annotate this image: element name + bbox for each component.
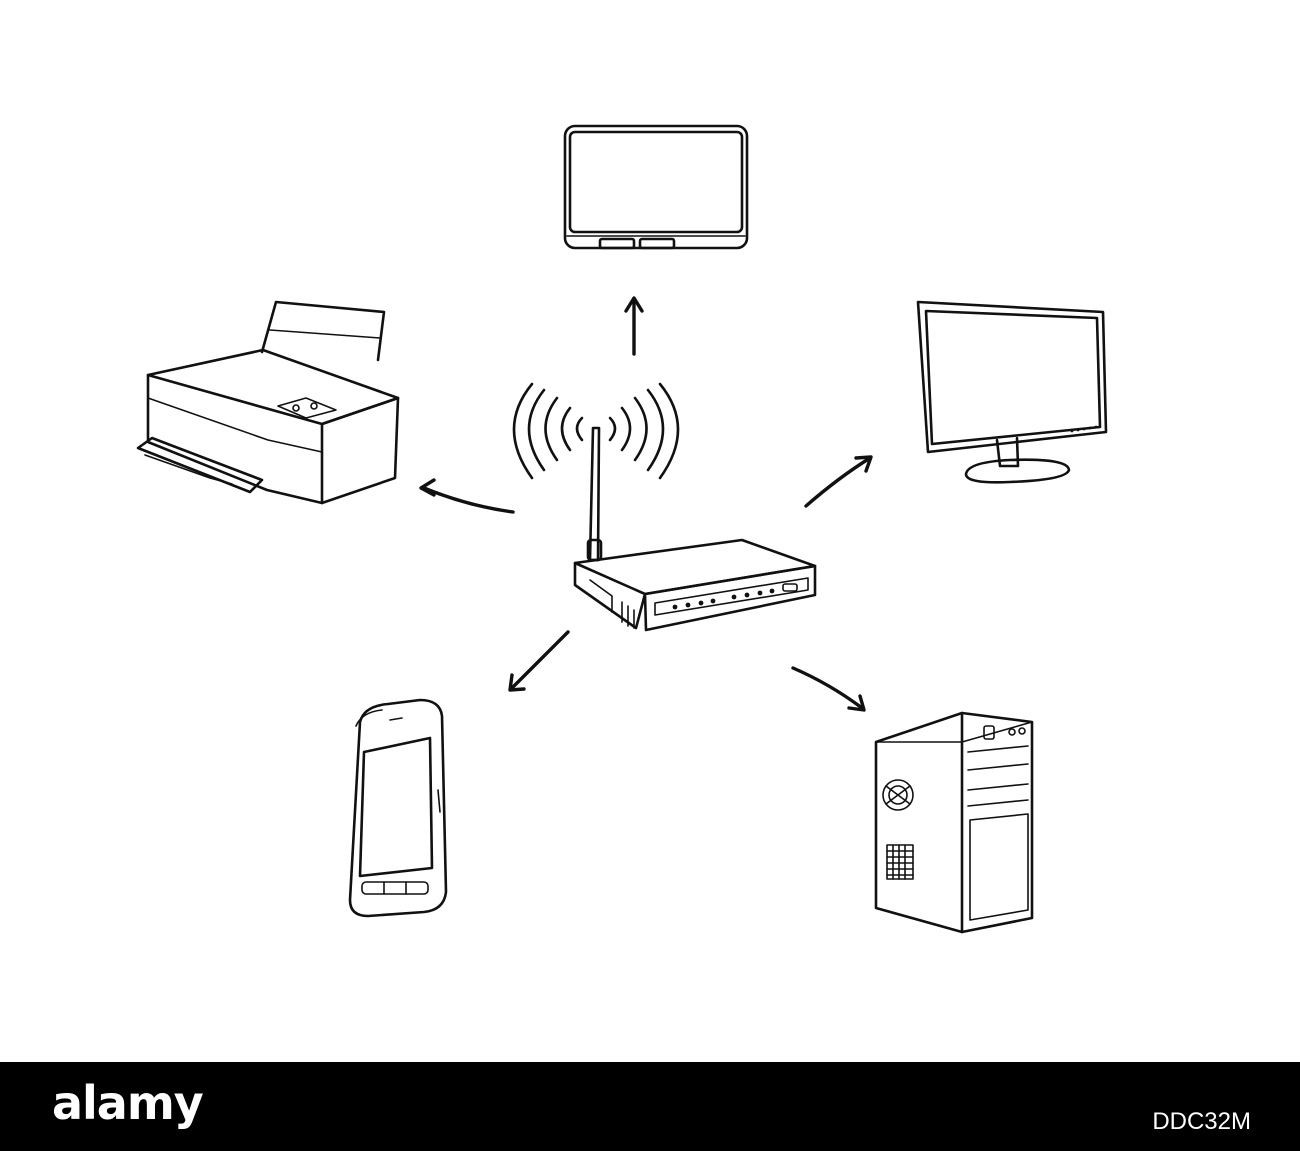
image-id-label: DDC32M	[1152, 1108, 1251, 1135]
network-diagram	[136, 124, 1108, 934]
arrow-to-printer	[419, 478, 515, 514]
desktop-tower-icon	[874, 711, 1034, 934]
arrow-to-desktop	[791, 666, 866, 712]
arrow-to-monitor	[804, 455, 873, 508]
tablet-icon	[563, 124, 749, 250]
brand-logo: alamy	[52, 1076, 204, 1130]
wifi-waves-icon	[512, 382, 680, 480]
footer-bar: alamy DDC32M	[0, 1062, 1300, 1151]
monitor-icon	[916, 300, 1108, 484]
arrow-to-smartphone	[508, 630, 570, 692]
arrow-to-tablet	[624, 296, 644, 356]
wireless-router-icon	[573, 426, 817, 632]
printer-icon	[136, 300, 400, 505]
smartphone-icon	[348, 698, 448, 918]
